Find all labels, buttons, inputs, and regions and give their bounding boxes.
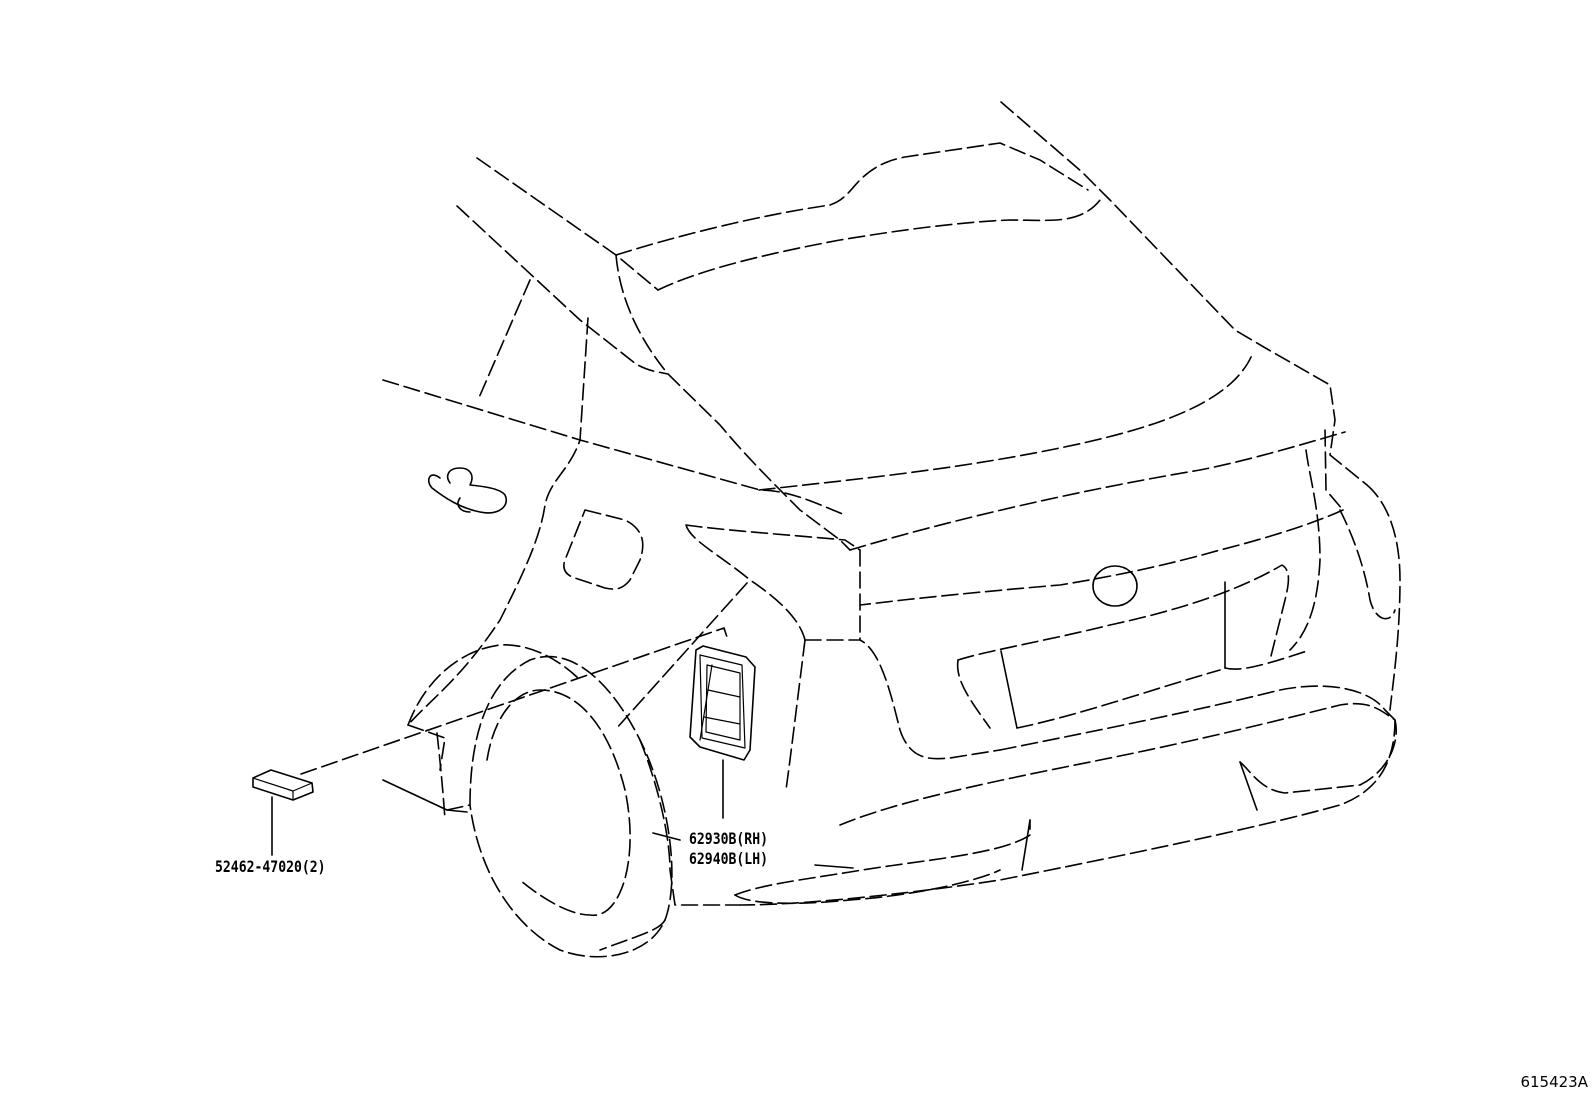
- figure-id: 615423A: [1520, 1073, 1588, 1091]
- part-label-vent-rh[interactable]: 62930B(RH): [689, 829, 768, 848]
- leader-lines: [271, 627, 854, 869]
- clip-part[interactable]: [252, 769, 314, 801]
- vent-lh-leader-line: [814, 864, 854, 869]
- emblem: [1092, 565, 1138, 607]
- vehicle-outline: [382, 101, 1401, 958]
- installation-line: [300, 627, 729, 775]
- part-label-vent-lh[interactable]: 62940B(LH): [689, 849, 768, 868]
- part-label-clip[interactable]: 52462-47020(2): [215, 857, 326, 876]
- rear-bumper-vent-part[interactable]: [689, 645, 756, 761]
